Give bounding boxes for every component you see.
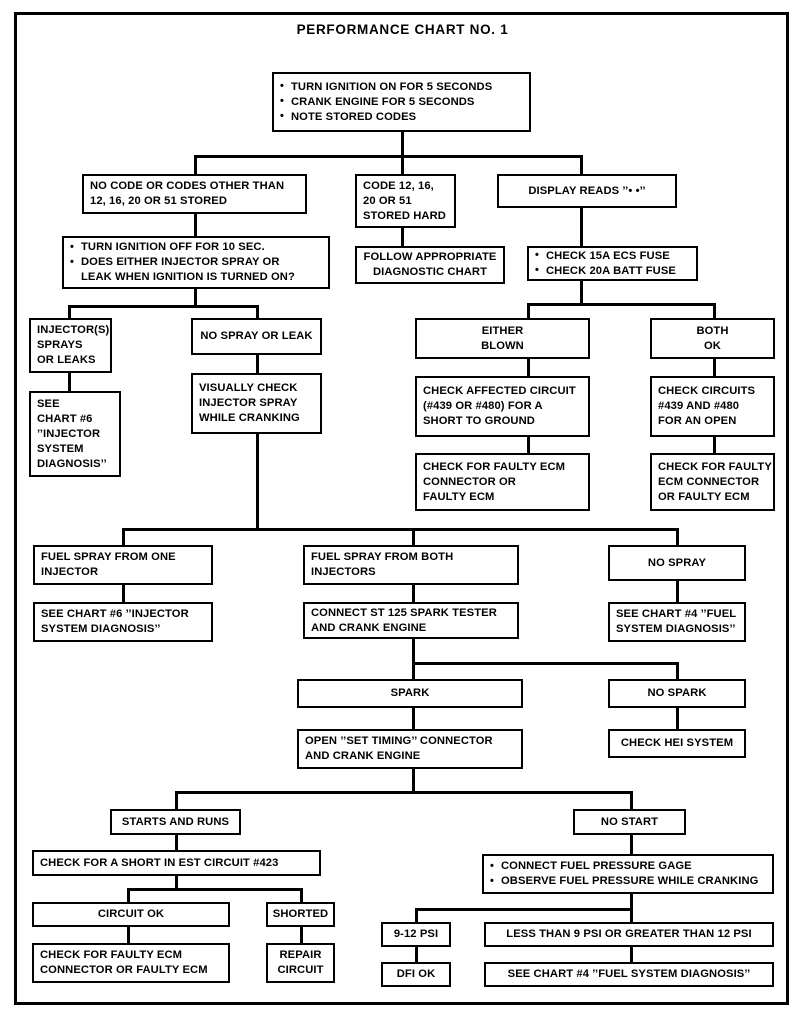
connector-fuses-down	[580, 281, 583, 305]
connector-affected-ecm1	[527, 437, 530, 453]
connector-to-no-spray	[676, 528, 679, 545]
node-check-short-est-circuit: CHECK FOR A SHORT IN EST CIRCUIT #423	[32, 850, 321, 876]
node-open-set-timing-connector: OPEN ’’SET TIMING’’ CONNECTOR AND CRANK …	[297, 729, 523, 769]
connector-to-psi-bad	[630, 908, 633, 922]
node-no-code: NO CODE OR CODES OTHER THAN 12, 16, 20 O…	[82, 174, 307, 214]
node-visually-check-injector-spray: VISUALLY CHECK INJECTOR SPRAY WHILE CRAN…	[191, 373, 322, 434]
node-both-ok: BOTH OK	[650, 318, 775, 359]
connector-start-down	[401, 132, 404, 157]
connector-to-display-reads	[580, 155, 583, 174]
connector-psiok-dfiok	[415, 947, 418, 962]
connector-nocode-turnoff	[194, 214, 197, 236]
connector-sprayone-chart6	[122, 585, 125, 602]
connector-to-starts-runs	[175, 791, 178, 809]
connector-pressure-down	[630, 894, 633, 910]
node-no-spray: NO SPRAY	[608, 545, 746, 581]
connector-to-psi-ok	[415, 908, 418, 922]
node-psi-out-of-range: LESS THAN 9 PSI OR GREATER THAN 12 PSI	[484, 922, 774, 947]
connector-to-circuit-ok	[127, 888, 130, 902]
node-circuit-ok: CIRCUIT OK	[32, 902, 230, 927]
connector-to-injectors	[68, 305, 71, 318]
connector-circuit-bus	[127, 888, 302, 891]
connector-circuits-ecm2	[713, 437, 716, 453]
connector-to-spray-both	[412, 528, 415, 545]
node-connect-st125-spark-tester: CONNECT ST 125 SPARK TESTER AND CRANK EN…	[303, 602, 519, 639]
node-see-chart4-fuel-a: SEE CHART #4 ’’FUEL SYSTEM DIAGNOSIS’’	[608, 602, 746, 642]
node-starts-and-runs: STARTS AND RUNS	[110, 809, 241, 835]
connector-codehard-follow	[401, 228, 404, 246]
connector-nostart-pressure	[630, 832, 633, 854]
connector-nospray-visual	[256, 355, 259, 373]
node-display-reads: DISPLAY READS ’’• •’’	[497, 174, 677, 208]
connector-blown-affected	[527, 359, 530, 376]
node-check-faulty-ecm-2: CHECK FOR FAULTY ECM CONNECTOR OR FAULTY…	[650, 453, 775, 511]
connector-settiming-down	[412, 769, 415, 793]
connector-to-no-spark	[676, 662, 679, 679]
connector-nospark-hei	[676, 708, 679, 729]
node-fuel-spray-from-one-injector: FUEL SPRAY FROM ONE INJECTOR	[33, 545, 213, 585]
node-dfi-ok: DFI OK	[381, 962, 451, 987]
connector-to-no-spray-leak	[256, 305, 259, 318]
node-see-chart4-fuel-b: SEE CHART #4 ’’FUEL SYSTEM DIAGNOSIS’’	[484, 962, 774, 987]
node-shorted: SHORTED	[266, 902, 335, 927]
connector-to-shorted	[300, 888, 303, 902]
connector-display-fuses	[580, 208, 583, 246]
connector-turnoff-down	[194, 289, 197, 307]
node-spark: SPARK	[297, 679, 523, 708]
connector-to-either-blown	[527, 303, 530, 318]
connector-psi-bus	[415, 908, 633, 911]
connector-psibad-chart4	[630, 947, 633, 962]
node-repair-circuit: REPAIR CIRCUIT	[266, 943, 335, 983]
node-code-stored-hard: CODE 12, 16, 20 OR 51 STORED HARD	[355, 174, 456, 228]
connector-to-spray-one	[122, 528, 125, 545]
node-check-circuits-open: CHECK CIRCUITS #439 AND #480 FOR AN OPEN	[650, 376, 775, 437]
connector-to-spark	[412, 662, 415, 679]
connector-to-both-ok	[713, 303, 716, 318]
node-either-blown: EITHER BLOWN	[415, 318, 590, 359]
node-no-spark: NO SPARK	[608, 679, 746, 708]
connector-spark-bus	[412, 662, 679, 665]
node-no-start: NO START	[573, 809, 686, 835]
node-see-chart6-injector-b: SEE CHART #6 ’’INJECTOR SYSTEM DIAGNOSIS…	[33, 602, 213, 642]
node-check-fuses: CHECK 15A ECS FUSE CHECK 20A BATT FUSE	[527, 246, 698, 281]
connector-to-no-code	[194, 155, 197, 174]
connector-spray-bus	[122, 528, 678, 531]
connector-injectors-chart6	[68, 373, 71, 391]
node-check-faulty-ecm-3: CHECK FOR FAULTY ECM CONNECTOR OR FAULTY…	[32, 943, 230, 983]
connector-row2-bus	[194, 155, 582, 158]
connector-injector-bus	[68, 305, 258, 308]
connector-to-code-hard	[401, 155, 404, 174]
node-turn-ignition-off: TURN IGNITION OFF FOR 10 SEC. DOES EITHE…	[62, 236, 330, 289]
node-start: TURN IGNITION ON FOR 5 SECONDS CRANK ENG…	[272, 72, 531, 132]
node-fuel-pressure-steps: CONNECT FUEL PRESSURE GAGE OBSERVE FUEL …	[482, 854, 774, 894]
node-follow-diagnostic-chart: FOLLOW APPROPRIATE DIAGNOSTIC CHART	[355, 246, 505, 284]
connector-st125-down	[412, 639, 415, 664]
connector-visual-down	[256, 434, 259, 530]
node-check-hei-system: CHECK HEI SYSTEM	[608, 729, 746, 758]
connector-fuses-bus	[527, 303, 715, 306]
node-no-spray-or-leak: NO SPRAY OR LEAK	[191, 318, 322, 355]
node-check-affected-circuit: CHECK AFFECTED CIRCUIT (#439 OR #480) FO…	[415, 376, 590, 437]
node-psi-9-12: 9-12 PSI	[381, 922, 451, 947]
node-check-faulty-ecm-1: CHECK FOR FAULTY ECM CONNECTOR OR FAULTY…	[415, 453, 590, 511]
node-see-chart6-injector-a: SEE CHART #6 ’’INJECTOR SYSTEM DIAGNOSIS…	[29, 391, 121, 477]
connector-bothok-circuits	[713, 359, 716, 376]
connector-est-down	[175, 874, 178, 890]
connector-shorted-repair	[300, 927, 303, 943]
chart-border	[14, 12, 789, 1005]
connector-circuitok-ecm3	[127, 927, 130, 943]
node-fuel-spray-from-both-injectors: FUEL SPRAY FROM BOTH INJECTORS	[303, 545, 519, 585]
connector-runs-est	[175, 832, 178, 850]
connector-spark-settiming	[412, 708, 415, 729]
connector-start-bus	[175, 791, 632, 794]
node-injectors-spray-or-leak: INJECTOR(S) SPRAYS OR LEAKS	[29, 318, 112, 373]
connector-sprayboth-st125	[412, 585, 415, 602]
page-title: PERFORMANCE CHART NO. 1	[296, 22, 509, 37]
connector-nospray-chart4	[676, 581, 679, 602]
connector-to-no-start	[630, 791, 633, 809]
